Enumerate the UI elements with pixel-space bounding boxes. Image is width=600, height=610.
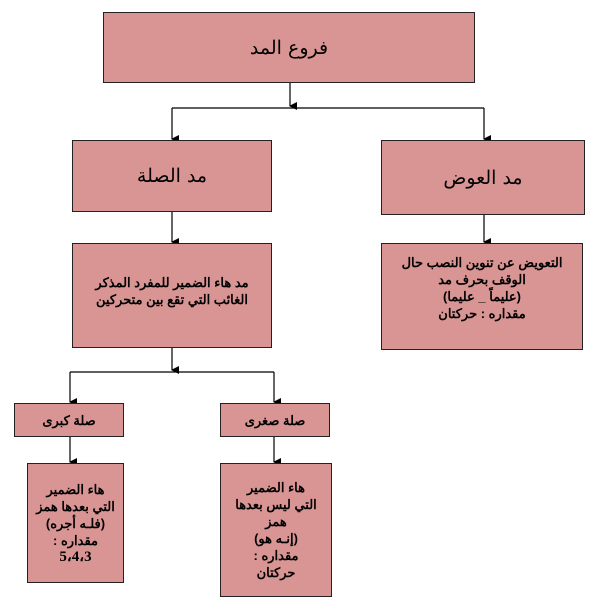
- desc-line: الوقف بحرف مد: [438, 272, 526, 287]
- madd-sila-label: مد الصلة: [136, 165, 208, 187]
- desc-line: مقداره : حركتان: [438, 306, 526, 321]
- desc-line: مد هاء الضمير للمفرد المذكر: [95, 275, 249, 290]
- sila-sughra-box: صلة صغرى: [220, 403, 330, 437]
- desc-line: (إنـه هو): [254, 531, 298, 546]
- madd-sila-description: مد هاء الضمير للمفرد المذكر الغائب التي …: [72, 243, 272, 348]
- desc-line: 5،4،3: [59, 548, 92, 565]
- madd-iwad-box: مد العوض: [381, 140, 585, 215]
- madd-iwad-label: مد العوض: [443, 166, 523, 189]
- sila-kubra-label: صلة كبرى: [42, 412, 96, 428]
- sila-sughra-label: صلة صغرى: [244, 412, 306, 428]
- madd-sila-box: مد الصلة: [72, 140, 272, 212]
- desc-line: (فلـه أجره): [45, 515, 106, 531]
- desc-line: التي ليس بعدها: [235, 497, 317, 512]
- desc-line: (عليماً _ عليما): [442, 289, 522, 304]
- desc-line: مقداره :: [253, 548, 299, 563]
- sila-kubra-box: صلة كبرى: [14, 403, 124, 437]
- desc-line: حركتان: [256, 565, 296, 580]
- sila-sughra-description: هاء الضمير التي ليس بعدها همز (إنـه هو) …: [220, 463, 332, 597]
- desc-line: مقداره :: [53, 532, 99, 548]
- root-box: فروع المد: [103, 12, 475, 83]
- madd-iwad-description: التعويض عن تنوين النصب حال الوقف بحرف مد…: [381, 243, 583, 350]
- desc-line: التعويض عن تنوين النصب حال: [401, 255, 563, 270]
- desc-line: التي بعدها همز: [36, 498, 115, 514]
- root-label: فروع المد: [249, 36, 329, 59]
- desc-line: هاء الضمير: [247, 480, 305, 495]
- desc-line: الغائب التي تقع بين متحركين: [96, 292, 248, 307]
- desc-line: همز: [265, 514, 287, 529]
- sila-kubra-description: هاء الضمير التي بعدها همز (فلـه أجره) مق…: [27, 463, 124, 583]
- desc-line: هاء الضمير: [46, 481, 105, 497]
